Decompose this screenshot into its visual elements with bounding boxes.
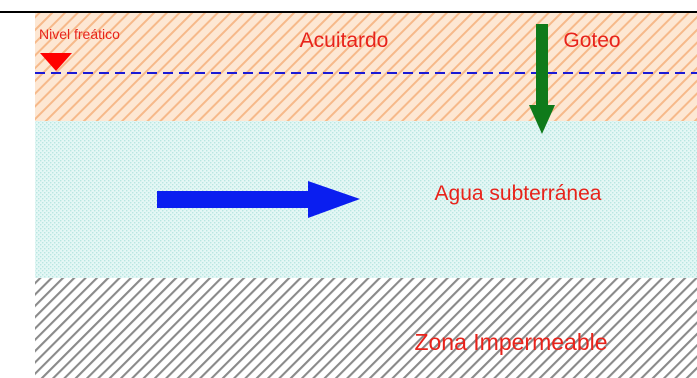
drip-label: Goteo bbox=[563, 29, 620, 52]
impermeable-zone-label: Zona Impermeable bbox=[414, 329, 607, 355]
drip-arrow-icon bbox=[529, 24, 555, 134]
groundwater-label: Agua subterránea bbox=[435, 182, 602, 205]
water-table-label: Nivel freático bbox=[39, 26, 120, 42]
aquifer-layer bbox=[35, 121, 697, 278]
aquitard-layer bbox=[35, 13, 697, 121]
aquitard-label: Acuitardo bbox=[300, 29, 389, 52]
impermeable-layer bbox=[35, 278, 697, 378]
water-table-marker-icon bbox=[40, 53, 72, 71]
groundwater-flow-arrow-icon bbox=[157, 181, 360, 218]
